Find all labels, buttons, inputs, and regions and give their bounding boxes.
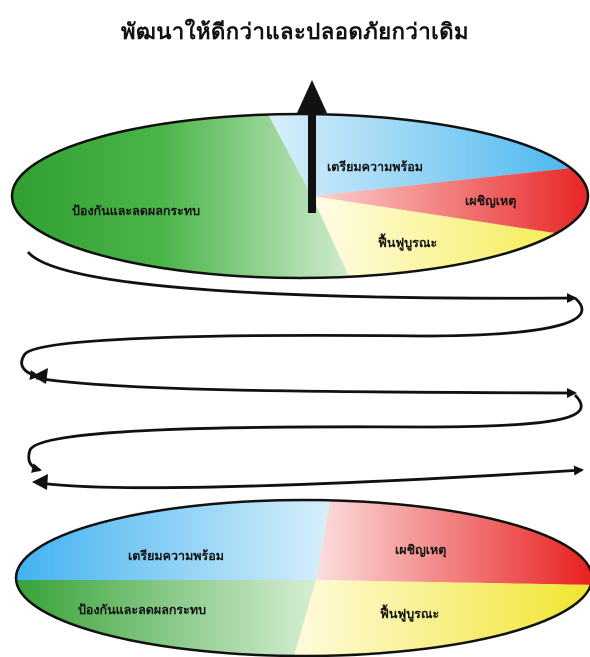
bottom-disk xyxy=(16,500,590,656)
top-label-recover: ฟื้นฟูบูรณะ xyxy=(377,233,437,251)
page-title: พัฒนาให้ดีกว่าและปลอดภัยกว่าเดิม xyxy=(121,20,469,45)
bottom-segment-prepare xyxy=(16,500,332,580)
top-disk-outline xyxy=(10,112,590,280)
bottom-label-recover: ฟื้นฟูบูรณะ xyxy=(379,604,439,622)
top-label-prepare: เตรียมความพร้อม xyxy=(327,159,423,174)
bottom-label-respond: เผชิญเหตุ xyxy=(395,542,446,558)
spiral-arrowhead-left-1 xyxy=(32,368,48,384)
top-segment-mitigate xyxy=(12,114,360,278)
spiral-path xyxy=(20,251,584,490)
top-segment-respond xyxy=(312,165,588,240)
upward-arrow-icon xyxy=(297,80,327,213)
bottom-label-mitigate: ป้องกันและลดผลกระทบ xyxy=(78,602,206,617)
bottom-disk-outline xyxy=(14,498,590,657)
top-label-respond: เผชิญเหตุ xyxy=(465,193,516,209)
bottom-label-prepare: เตรียมความพร้อม xyxy=(128,548,224,563)
spiral-arrowhead-left-2 xyxy=(32,474,48,490)
top-label-mitigate: ป้องกันและลดผลกระทบ xyxy=(72,203,200,218)
bottom-segment-recover xyxy=(290,580,590,656)
